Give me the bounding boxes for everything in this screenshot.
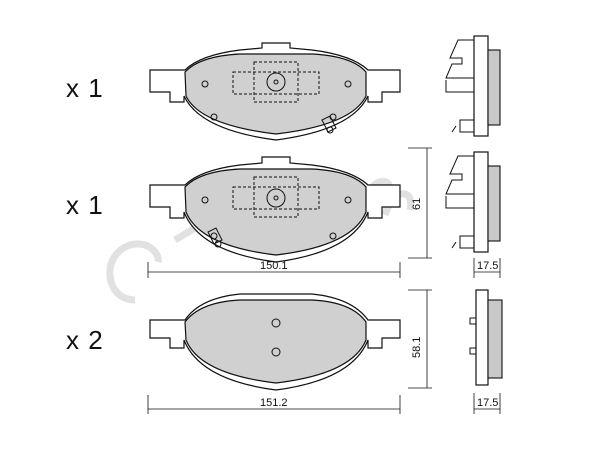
width-dimension-upper: 150.1 <box>147 260 401 278</box>
quantity-label-row1: x 1 <box>66 73 104 103</box>
pad-side-row3 <box>469 289 503 386</box>
width-dimension-lower: 151.2 <box>147 395 401 414</box>
quantity-label-row3: x 2 <box>66 325 104 355</box>
thickness-dimension-lower: 17.5 <box>473 393 501 414</box>
pad-front-row2 <box>149 156 401 263</box>
height-dimension-lower: 58.1 <box>408 289 432 389</box>
height-upper-value: 61 <box>411 198 423 210</box>
quantity-label-row2: x 1 <box>66 190 104 220</box>
thickness-lower-value: 17.5 <box>477 397 498 409</box>
pad-side-row2 <box>445 151 501 253</box>
pad-side-row1 <box>445 35 501 137</box>
width-lower-value: 151.2 <box>260 397 288 409</box>
pad-front-row1 <box>149 42 401 141</box>
height-dimension-upper: 61 <box>408 147 432 259</box>
pad-front-row3 <box>149 293 401 391</box>
width-upper-value: 150.1 <box>260 260 288 272</box>
thickness-dimension-upper: 17.5 <box>473 258 501 278</box>
thickness-upper-value: 17.5 <box>477 260 498 272</box>
height-lower-value: 58.1 <box>411 337 423 358</box>
